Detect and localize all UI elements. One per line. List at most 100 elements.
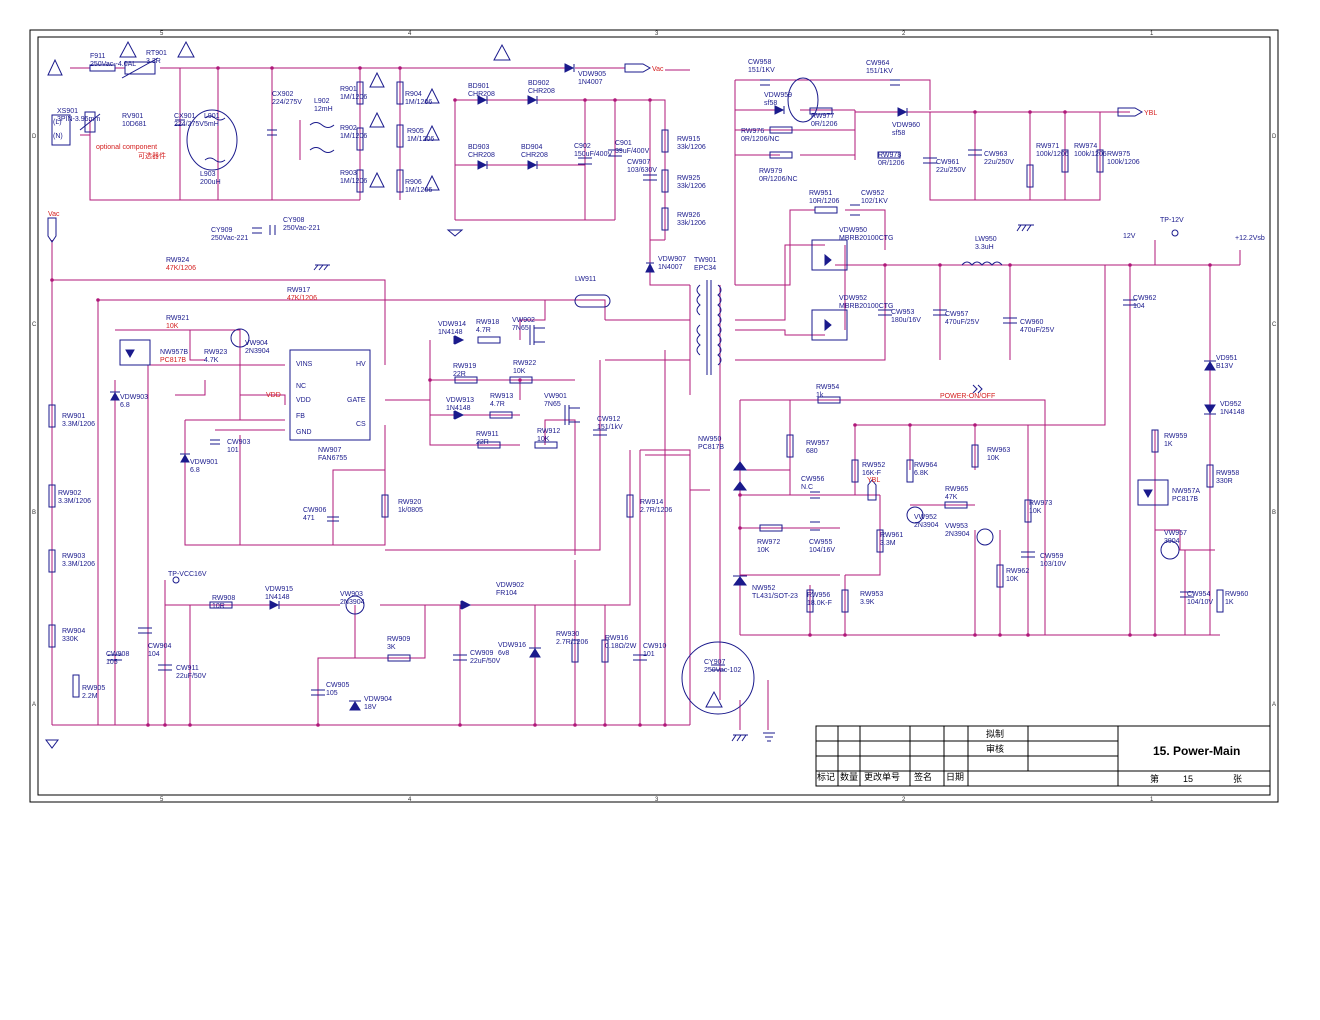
component-value: 47K [945,494,958,501]
component-value: 2.2M [82,693,98,700]
component-value: 2N3904 [340,599,365,606]
component-ref: CW955 [809,539,832,546]
component-value: 1k/0805 [398,507,423,514]
component-value: 3904 [1164,538,1180,545]
component-symbols [45,40,1224,749]
component-ref: RW913 [490,393,513,400]
component-ref: RW958 [1216,470,1239,477]
component-ref: RW954 [816,384,839,391]
note-optional-en: optional component [96,144,157,151]
component-ref: CW905 [326,682,349,689]
component-ref: RW925 [677,175,700,182]
component-value: 330R [1216,478,1233,485]
component-value: 3K [387,644,396,651]
component-ref: CW903 [227,439,250,446]
component-ref: RW977 [811,113,834,120]
component-ref: RW976 [741,128,764,135]
component-value: FR104 [496,590,517,597]
component-value: 4.7K [204,357,219,364]
component-ref: RW960 [1225,591,1248,598]
component-value: 104/16V [809,547,835,554]
row-label: B [32,510,36,516]
component-value: N.C [801,484,813,491]
component-ref: RW974 [1074,143,1097,150]
component-value: 22u/250V [936,167,966,174]
component-ref: VDW901 [190,459,218,466]
component-value: PC817B [160,357,186,364]
component-ref: VW903 [340,591,363,598]
col-label: 4 [408,31,412,37]
component-ref: RW979 [759,168,782,175]
component-ref: VDW905 [578,71,606,78]
component-value: 101 [643,651,655,658]
component-ref: CX901 [174,113,196,120]
pin-nc: NC [296,383,306,390]
component-value: 151/1kV [597,424,623,431]
component-value: 104/10V [1187,599,1213,606]
component-ref: CW958 [748,59,771,66]
component-value: sf58 [764,100,777,107]
component-value: B13V [1216,363,1233,370]
component-ref: RW909 [387,636,410,643]
component-ref: RW965 [945,486,968,493]
component-value: 3.3R [146,58,161,65]
component-ref: RW903 [62,553,85,560]
component-value: 101 [227,447,239,454]
net-ybl-out: YBL [1144,110,1157,117]
component-value: 470uF/25V [945,319,980,326]
component-value: 470uF/25V [1020,327,1055,334]
component-ref: RW912 [537,428,560,435]
component-labels: F911250Vac--4.0ALRT9013.3RXS9013PIN-3.96… [57,50,1248,711]
component-ref: RW920 [398,499,421,506]
row-label: D [32,134,37,140]
component-ref: LW911 [575,276,596,283]
pin-n: (N) [53,133,63,140]
component-value: 3PIN-3.96mm [57,116,100,123]
component-value: 0.18Ω/2W [605,643,637,650]
wires [51,67,1241,730]
component-ref: XS901 [57,108,78,115]
component-ref: CY909 [211,227,233,234]
component-ref: RW904 [62,628,85,635]
component-ref: CW953 [891,309,914,316]
component-value: 10D681 [122,121,147,128]
component-value: 151/1KV [866,68,893,75]
component-value: 10R/1206 [809,198,839,205]
component-ref: VDW960 [892,122,920,129]
component-ref: RW911 [476,431,499,438]
col-label: 3 [655,797,659,803]
component-value: 7N65 [512,325,529,332]
component-ref: C901 [615,140,632,147]
component-value: 2N3904 [914,522,939,529]
component-value: 22uF/50V [176,673,207,680]
component-ref: VDW904 [364,696,392,703]
component-value: 10K [757,547,770,554]
component-ref: RW923 [204,349,227,356]
component-value: 1M/1206 [340,133,367,140]
component-ref: VDW914 [438,321,466,328]
component-ref: VW957 [1164,530,1187,537]
component-value: 10K [537,436,550,443]
component-value: TL431/SOT-23 [752,593,798,600]
component-ref: VW902 [512,317,535,324]
net-tp12: TP-12V [1160,217,1184,224]
component-value: sf58 [892,130,905,137]
component-ref: VDW913 [446,397,474,404]
component-ref: RW918 [476,319,499,326]
component-ref: RW962 [1006,568,1029,575]
net-vac-top: Vac [652,66,664,73]
component-value: 18V [364,704,377,711]
net-12v: 12V [1123,233,1136,240]
component-value: 1M/1206 [405,187,432,194]
col-label: 1 [1150,797,1154,803]
component-value: 250Vac--4.0AL [90,61,136,68]
component-value: 224/275V [174,121,204,128]
component-ref: C902 [574,143,591,150]
component-value: 6.8 [190,467,200,474]
component-value: 33k/1206 [677,220,706,227]
mark-label: 标记 [817,771,835,782]
component-ref: RW915 [677,136,700,143]
component-ref: CY908 [283,217,305,224]
component-ref: R906 [405,179,422,186]
